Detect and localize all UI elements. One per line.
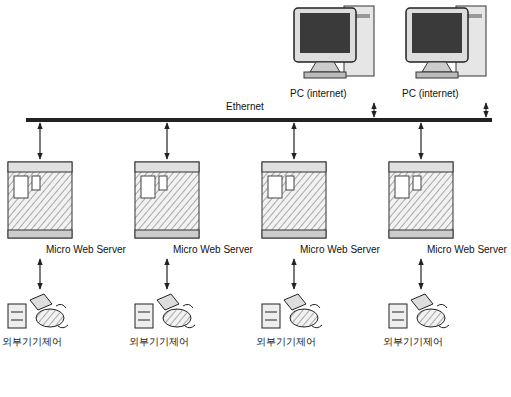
external-device: 외부기기제어 [0,290,80,350]
link-arrow [39,123,40,159]
pc-illustration [286,2,388,86]
server-illustration [4,160,78,242]
node-label: Micro Web Server [46,244,126,256]
pc-terminal: PC (internet) [286,2,388,102]
node-label: PC (internet) [290,88,347,100]
link-arrow [373,103,374,117]
ethernet-bus: Ethernet [26,118,492,122]
link-arrow [293,259,294,289]
server-illustration [131,160,205,242]
pc-terminal: PC (internet) [398,2,500,102]
link-arrow [166,259,167,289]
node-label: PC (internet) [402,88,459,100]
link-arrow [39,259,40,289]
device-illustration [381,290,457,334]
link-arrow [420,259,421,289]
node-label: 외부기기제어 [256,336,316,348]
pc-illustration [398,2,500,86]
external-device: 외부기기제어 [127,290,207,350]
node-label: 외부기기제어 [129,336,189,348]
bus-label: Ethernet [226,101,264,113]
external-device: 외부기기제어 [381,290,461,350]
server-illustration [385,160,459,242]
device-illustration [254,290,330,334]
device-illustration [127,290,203,334]
link-arrow [420,123,421,159]
external-device: 외부기기제어 [254,290,334,350]
node-label: 외부기기제어 [383,336,443,348]
node-label: Micro Web Server [427,244,507,256]
node-label: Micro Web Server [300,244,380,256]
node-label: Micro Web Server [173,244,253,256]
link-arrow [166,123,167,159]
link-arrow [293,123,294,159]
device-illustration [0,290,76,334]
server-illustration [258,160,332,242]
micro-web-server: Micro Web Server [385,160,511,258]
link-arrow [485,103,486,117]
node-label: 외부기기제어 [2,336,62,348]
